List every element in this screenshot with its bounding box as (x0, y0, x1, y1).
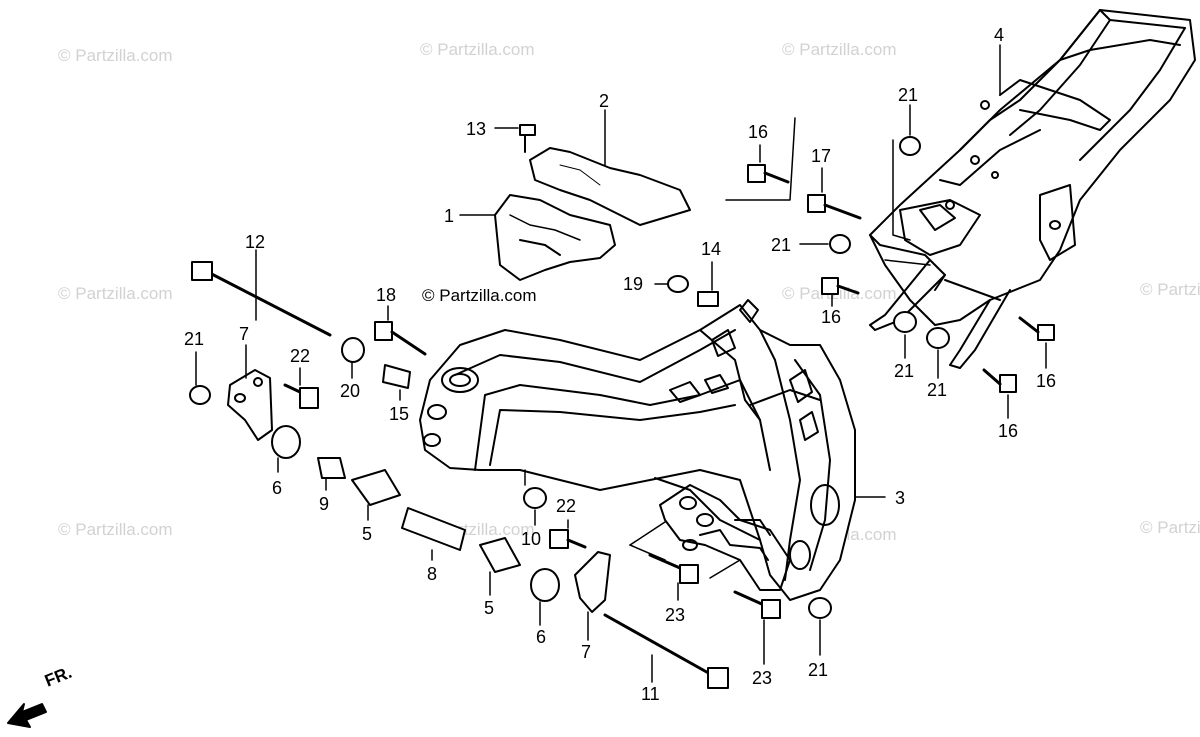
callout-11: 11 (641, 684, 660, 704)
callout-21-top: 21 (898, 85, 918, 105)
callout-21-bottom: 21 (808, 660, 828, 680)
front-direction-arrow (7, 703, 47, 728)
callout-15: 15 (389, 404, 409, 424)
callout-23-left: 23 (665, 605, 685, 625)
watermark: © Partzilla.com (58, 520, 173, 539)
callout-7-left: 7 (239, 324, 249, 344)
callout-14: 14 (701, 239, 721, 259)
leader-lines (195, 44, 1047, 683)
callout-6-bottom: 6 (536, 627, 546, 647)
callout-8: 8 (427, 564, 437, 584)
callout-16-mid: 16 (821, 307, 841, 327)
callout-20: 20 (340, 381, 360, 401)
callout-3: 3 (895, 488, 905, 508)
watermark: © Partzilla.com (420, 40, 535, 59)
callout-16-top: 16 (748, 122, 768, 142)
main-frame (419, 299, 856, 601)
watermark: © Partzilla.com (1140, 518, 1200, 537)
callout-16-lower: 16 (998, 421, 1018, 441)
callout-21-right-b: 21 (927, 380, 947, 400)
cover-parts (494, 147, 691, 281)
callout-10: 10 (521, 529, 541, 549)
watermark: © Partzilla.com (1140, 280, 1200, 299)
hardware (189, 124, 1055, 689)
callout-6-left: 6 (272, 478, 282, 498)
callouts: 1 2 3 4 5 5 6 6 7 7 8 9 10 11 12 13 14 1… (184, 25, 1056, 704)
watermark: © Partzilla.com (782, 40, 897, 59)
callout-22-left: 22 (290, 346, 310, 366)
callout-23-right: 23 (752, 668, 772, 688)
watermark: © Partzilla.com (58, 284, 173, 303)
callout-21-right-a: 21 (894, 361, 914, 381)
callout-21-mid: 21 (771, 235, 791, 255)
callout-12: 12 (245, 232, 265, 252)
callout-18: 18 (376, 285, 396, 305)
callout-21-left: 21 (184, 329, 204, 349)
callout-1: 1 (444, 206, 454, 226)
watermark: © Partzilla.com (782, 284, 897, 303)
callout-2: 2 (599, 91, 609, 111)
callout-5-left: 5 (362, 524, 372, 544)
callout-13: 13 (466, 119, 486, 139)
sub-frame (869, 9, 1196, 369)
callout-19: 19 (623, 274, 643, 294)
callout-7-bottom: 7 (581, 642, 591, 662)
watermark: © Partzilla.com (58, 46, 173, 65)
callout-16-right: 16 (1036, 371, 1056, 391)
copyright-label: © Partzilla.com (422, 286, 537, 305)
callout-9: 9 (319, 494, 329, 514)
callout-4: 4 (994, 25, 1004, 45)
callout-22-bottom: 22 (556, 496, 576, 516)
callout-5-bottom: 5 (484, 598, 494, 618)
callout-17: 17 (811, 146, 831, 166)
